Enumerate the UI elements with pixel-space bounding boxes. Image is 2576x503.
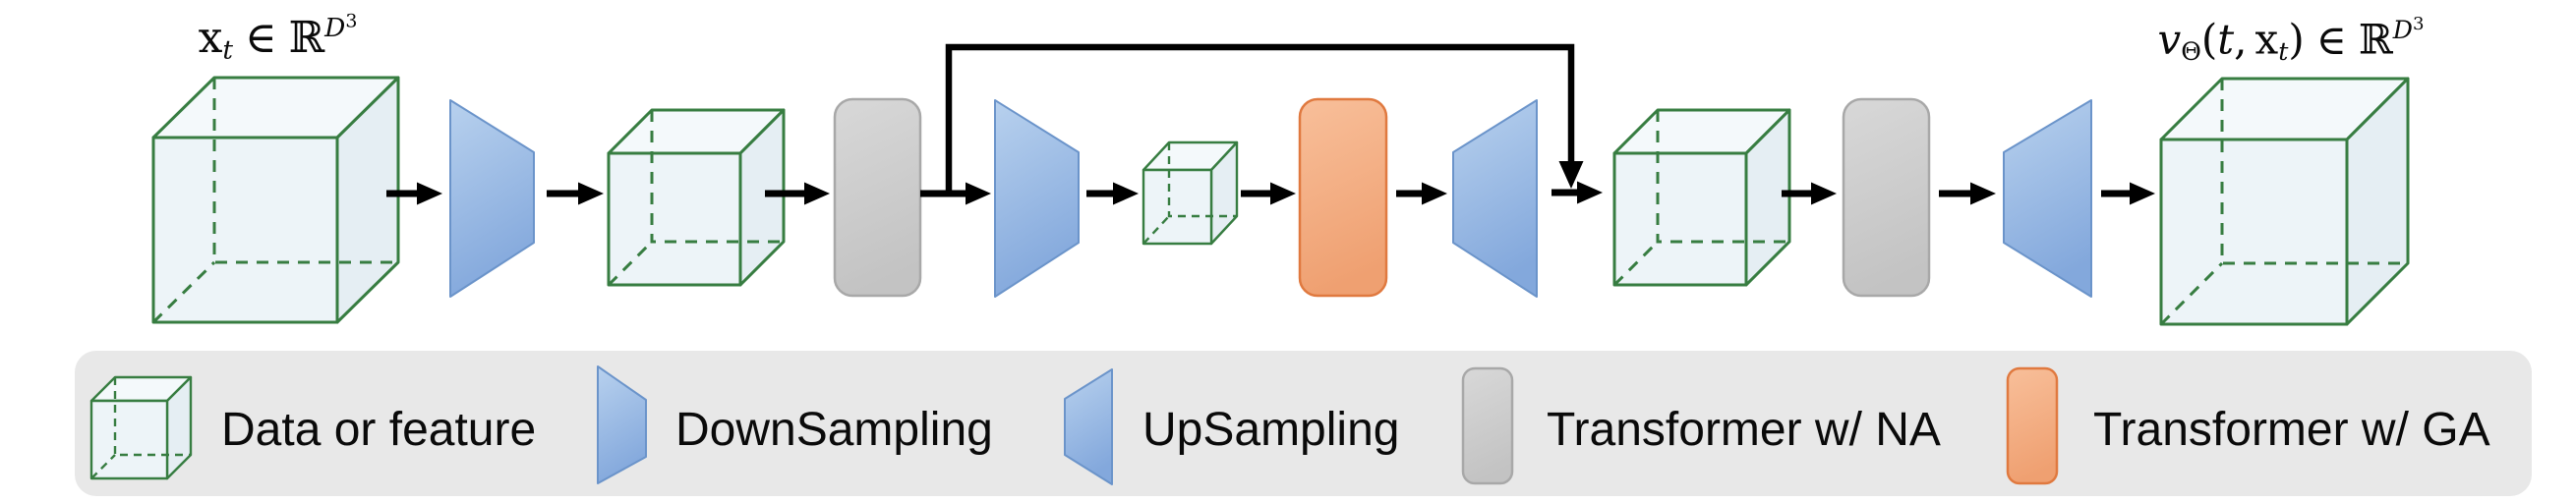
arrow-6 xyxy=(1241,182,1296,205)
downsampling-2 xyxy=(994,99,1080,298)
arrow-4 xyxy=(920,182,991,205)
legend-label-transformer-na: Transformer w/ NA xyxy=(1547,404,1941,456)
arrow-1 xyxy=(386,182,442,205)
legend-band xyxy=(75,351,2532,496)
arrow-9 xyxy=(1782,182,1837,205)
skip-connection-line xyxy=(945,43,1584,194)
transformer-ga-block xyxy=(1298,97,1388,298)
upsampling-2 xyxy=(2003,99,2092,298)
downsampling-1 xyxy=(449,99,535,298)
input-tensor-label: xt∈ℝD3 xyxy=(198,10,358,66)
arrow-7 xyxy=(1396,182,1447,205)
upsampling-1 xyxy=(1452,99,1538,298)
output-tensor-label: vΘ(t,xt)∈ℝD3 xyxy=(2157,14,2425,66)
arrow-3 xyxy=(765,182,830,205)
data-cube-icon xyxy=(89,375,193,480)
legend-label-transformer-ga: Transformer w/ GA xyxy=(2093,404,2490,456)
transformer-na-block-1 xyxy=(833,97,922,298)
bottleneck-cube xyxy=(1142,140,1239,246)
arrow-11 xyxy=(2101,182,2155,205)
transformer-na-block-2 xyxy=(1842,97,1931,298)
input-data-cube xyxy=(151,76,400,324)
arrow-5 xyxy=(1086,182,1139,205)
legend-label-upsampling: UpSampling xyxy=(1142,404,1400,456)
feature-cube-encoder xyxy=(607,108,786,287)
arrow-10 xyxy=(1939,182,1996,205)
arrow-2 xyxy=(547,182,604,205)
upsampling-icon xyxy=(1064,368,1113,485)
output-data-cube xyxy=(2159,77,2410,326)
legend-label-data: Data or feature xyxy=(221,404,537,456)
downsampling-icon xyxy=(597,365,647,484)
feature-cube-decoder xyxy=(1612,108,1791,287)
transformer-ga-icon xyxy=(2006,366,2059,485)
arrow-8 xyxy=(1551,181,1603,204)
legend-label-downsampling: DownSampling xyxy=(675,404,993,456)
transformer-na-icon xyxy=(1461,366,1514,485)
